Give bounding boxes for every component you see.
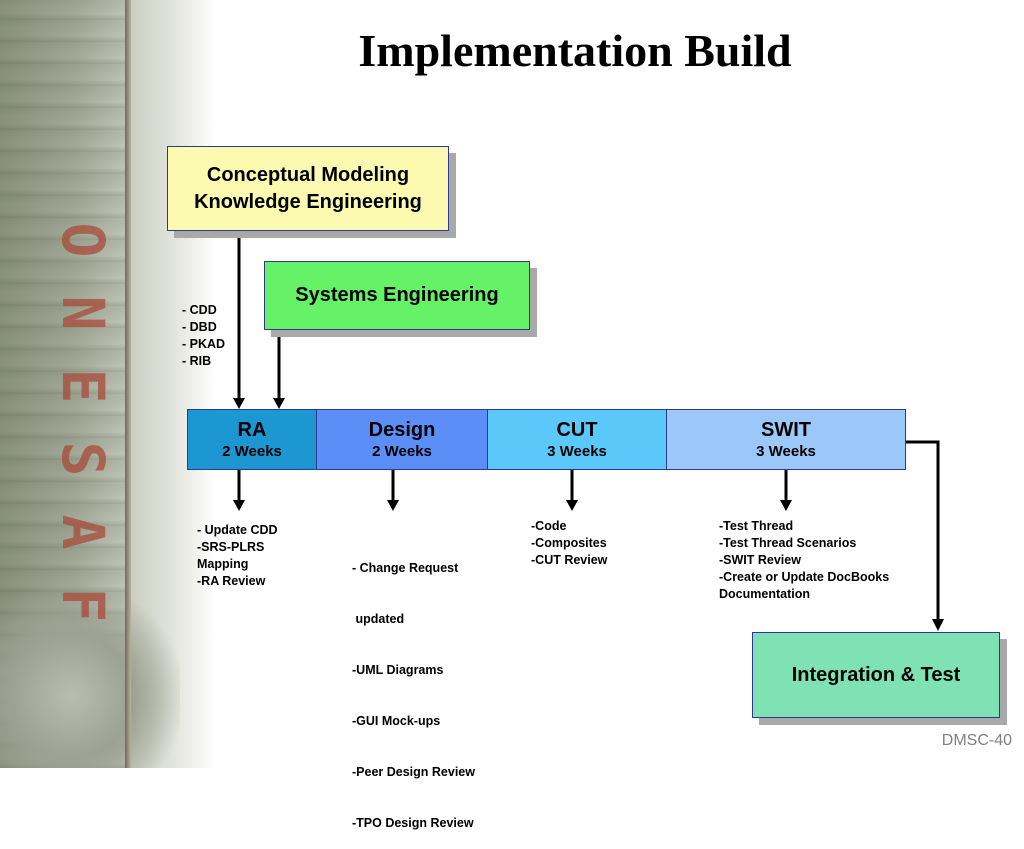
list-item: - CDD <box>182 303 217 317</box>
list-item: -SRS-PLRS <box>197 540 265 554</box>
side-photo <box>0 588 180 768</box>
swit-outputs-list: -Test Thread -Test Thread Scenarios -SWI… <box>719 518 889 603</box>
integration-test-label: Integration & Test <box>791 663 961 686</box>
list-item: updated <box>352 612 405 626</box>
phase-duration: 2 Weeks <box>372 443 432 460</box>
phase-name: Design <box>368 419 436 441</box>
conceptual-line-1: Conceptual Modeling <box>206 163 410 186</box>
list-item: - RIB <box>182 354 212 368</box>
phase-swit: SWIT 3 Weeks <box>666 409 906 470</box>
phase-name: CUT <box>556 419 598 441</box>
list-item: -Test Thread <box>719 519 794 533</box>
phase-duration: 3 Weeks <box>547 443 607 460</box>
arrowhead <box>387 500 399 511</box>
phase-name: RA <box>237 419 267 441</box>
phase-cut: CUT 3 Weeks <box>487 409 667 470</box>
list-item: -GUI Mock-ups <box>352 714 441 728</box>
list-item: -Composites <box>531 536 607 550</box>
arrowhead <box>932 619 944 631</box>
arrowhead <box>273 398 285 409</box>
systems-engineering-label: Systems Engineering <box>295 284 499 306</box>
side-decoration <box>0 0 215 768</box>
arrowhead <box>233 398 245 409</box>
input-documents-list: - CDD - DBD - PKAD - RIB <box>182 302 225 370</box>
conceptual-line-2: Knowledge Engineering <box>194 190 422 213</box>
ra-outputs-list: - Update CDD -SRS-PLRS Mapping -RA Revie… <box>197 522 278 590</box>
list-item: -Code <box>531 519 567 533</box>
slide-title: Implementation Build <box>358 25 792 76</box>
design-outputs-list: - Change Request updated -UML Diagrams -… <box>352 526 475 849</box>
list-item: Mapping <box>197 557 249 571</box>
list-item: -UML Diagrams <box>352 663 444 677</box>
arrowhead <box>566 500 578 511</box>
side-edge <box>125 0 131 768</box>
phase-design: Design 2 Weeks <box>316 409 488 470</box>
list-item: -SWIT Review <box>719 553 801 567</box>
arrowhead <box>780 500 792 511</box>
list-item: - Change Request <box>352 561 459 575</box>
connector-arrows <box>233 230 944 631</box>
cut-outputs-list: -Code -Composites -CUT Review <box>531 518 607 569</box>
list-item: -Test Thread Scenarios <box>719 536 857 550</box>
integration-test-box: Integration & Test <box>752 632 1000 718</box>
list-item: - DBD <box>182 320 217 334</box>
phase-ra: RA 2 Weeks <box>187 409 317 470</box>
conceptual-modeling-box: Conceptual Modeling Knowledge Engineerin… <box>167 146 449 231</box>
arrowhead <box>233 500 245 511</box>
list-item: -Create or Update DocBooks <box>719 570 890 584</box>
list-item: - PKAD <box>182 337 226 351</box>
arrow-swit-to-integration <box>905 440 940 622</box>
list-item: -TPO Design Review <box>352 816 474 830</box>
list-item: -RA Review <box>197 574 266 588</box>
phase-duration: 3 Weeks <box>756 443 816 460</box>
list-item: -Peer Design Review <box>352 765 475 779</box>
slide-number: DMSC-40 <box>941 732 1012 749</box>
list-item: Documentation <box>719 587 810 601</box>
list-item: - Update CDD <box>197 523 278 537</box>
phase-name: SWIT <box>761 419 811 441</box>
phase-duration: 2 Weeks <box>222 443 282 460</box>
list-item: -CUT Review <box>531 553 608 567</box>
systems-engineering-box: Systems Engineering <box>264 261 530 330</box>
